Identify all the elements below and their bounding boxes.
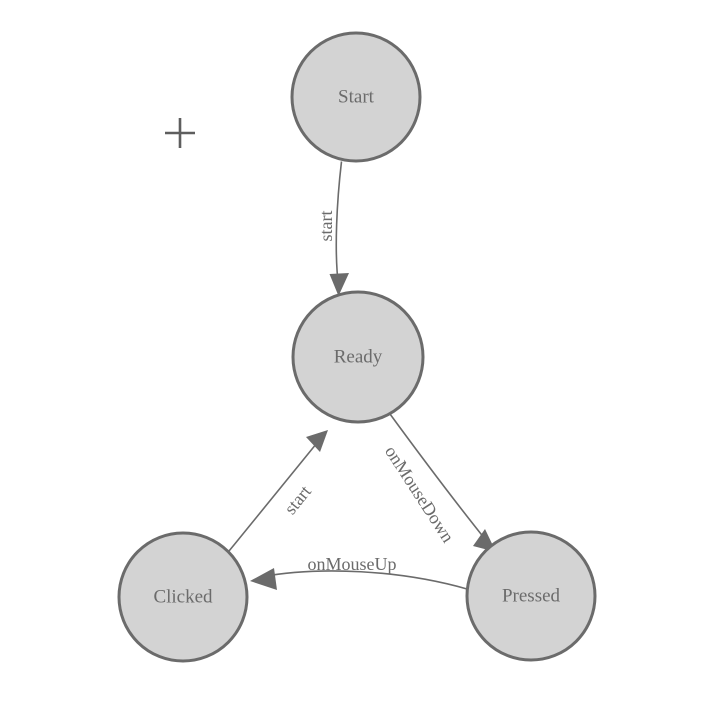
edge-path-pressed-to-clicked[interactable] (259, 570, 468, 590)
node-pressed[interactable]: Pressed (465, 530, 597, 662)
node-ready-circle[interactable] (291, 290, 425, 424)
edge-path-ready-to-pressed[interactable] (389, 413, 490, 545)
node-ready-label: Ready (334, 346, 383, 367)
edge-label-start-to-ready: start (316, 211, 336, 242)
edge-label-clicked-to-ready: start (280, 481, 315, 518)
edge-ready-to-pressed[interactable]: onMouseDown (381, 413, 496, 552)
edge-pressed-to-clicked[interactable]: onMouseUp (250, 554, 468, 590)
edge-clicked-to-ready[interactable]: start (228, 430, 328, 552)
node-ready[interactable]: Ready (291, 290, 425, 424)
node-clicked-circle[interactable] (117, 531, 249, 663)
node-pressed-label: Pressed (502, 585, 561, 606)
plus-marker-icon[interactable] (165, 118, 195, 148)
nodes-layer: Start Ready Clicked Pressed (117, 31, 597, 663)
edge-path-clicked-to-ready[interactable] (228, 437, 322, 552)
arrowhead-pressed-to-clicked (250, 568, 277, 590)
node-pressed-circle[interactable] (465, 530, 597, 662)
arrowhead-start-to-ready (329, 273, 349, 296)
node-start[interactable]: Start (290, 31, 422, 163)
node-clicked[interactable]: Clicked (117, 531, 249, 663)
edge-start-to-ready[interactable]: start (316, 161, 349, 297)
node-clicked-label: Clicked (153, 586, 213, 607)
edge-label-ready-to-pressed: onMouseDown (381, 442, 458, 546)
node-start-label: Start (338, 86, 375, 107)
edge-label-pressed-to-clicked: onMouseUp (308, 554, 397, 574)
edge-path-start-to-ready[interactable] (335, 161, 343, 287)
node-start-circle[interactable] (290, 31, 422, 163)
arrowhead-clicked-to-ready (306, 430, 328, 452)
